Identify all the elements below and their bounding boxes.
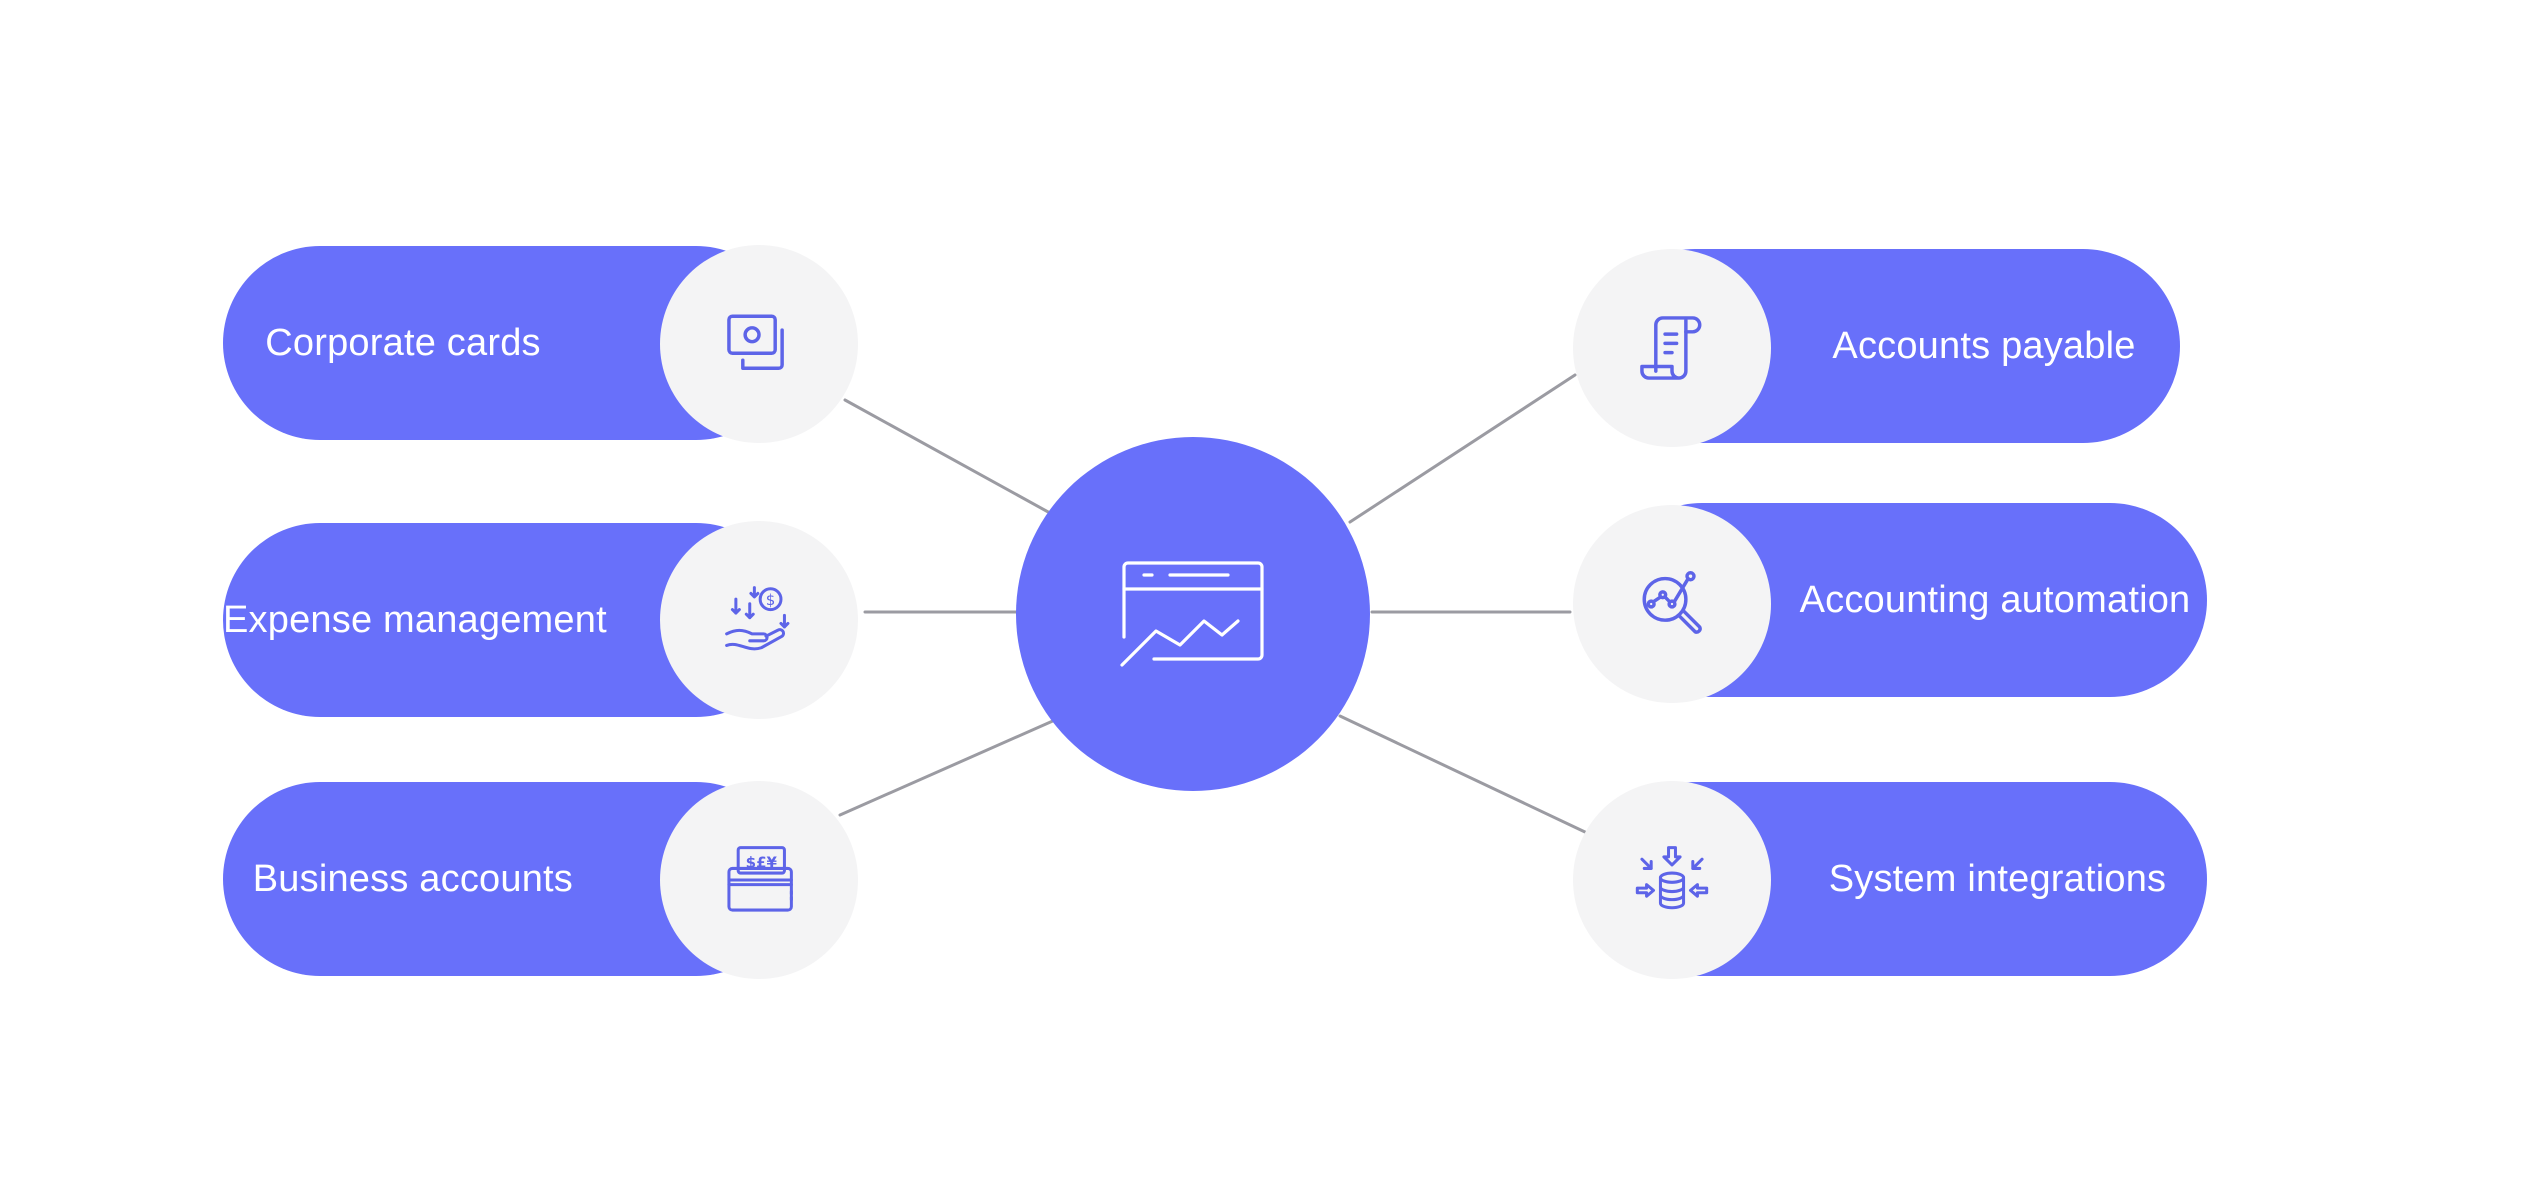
pill-label: Business accounts xyxy=(252,857,573,900)
browser-chart-icon xyxy=(1120,561,1264,667)
card-icon xyxy=(727,314,784,371)
svg-text:$: $ xyxy=(766,591,776,609)
icon-circle-system-integrations xyxy=(1573,781,1771,979)
icon-circle-corporate-cards xyxy=(660,245,858,443)
pill-label: Accounts payable xyxy=(1832,324,2136,367)
connector-corporate-cards xyxy=(843,398,1052,515)
central-hub xyxy=(1016,437,1370,791)
scroll-document-icon xyxy=(1640,316,1702,380)
icon-circle-business-accounts: $£¥ xyxy=(660,781,858,979)
icon-circle-accounts-payable xyxy=(1573,249,1771,447)
hand-money-icon: $ xyxy=(725,586,790,651)
connector-accounts-payable xyxy=(1348,373,1577,524)
wallet-currency-icon: $£¥ xyxy=(727,846,793,912)
connector-business-accounts xyxy=(838,718,1057,817)
svg-text:$£¥: $£¥ xyxy=(746,853,778,871)
icon-circle-expense-management: $ xyxy=(660,521,858,719)
icon-circle-accounting-automation xyxy=(1573,505,1771,703)
connector-system-integrations xyxy=(1338,714,1587,834)
pill-label: System integrations xyxy=(1828,857,2167,900)
pill-label: Corporate cards xyxy=(265,321,541,364)
pill-label: Accounting automation xyxy=(1799,578,2191,621)
pill-label: Expense management xyxy=(223,598,607,641)
magnifier-chart-icon xyxy=(1642,571,1702,634)
database-arrows-icon xyxy=(1635,846,1709,910)
